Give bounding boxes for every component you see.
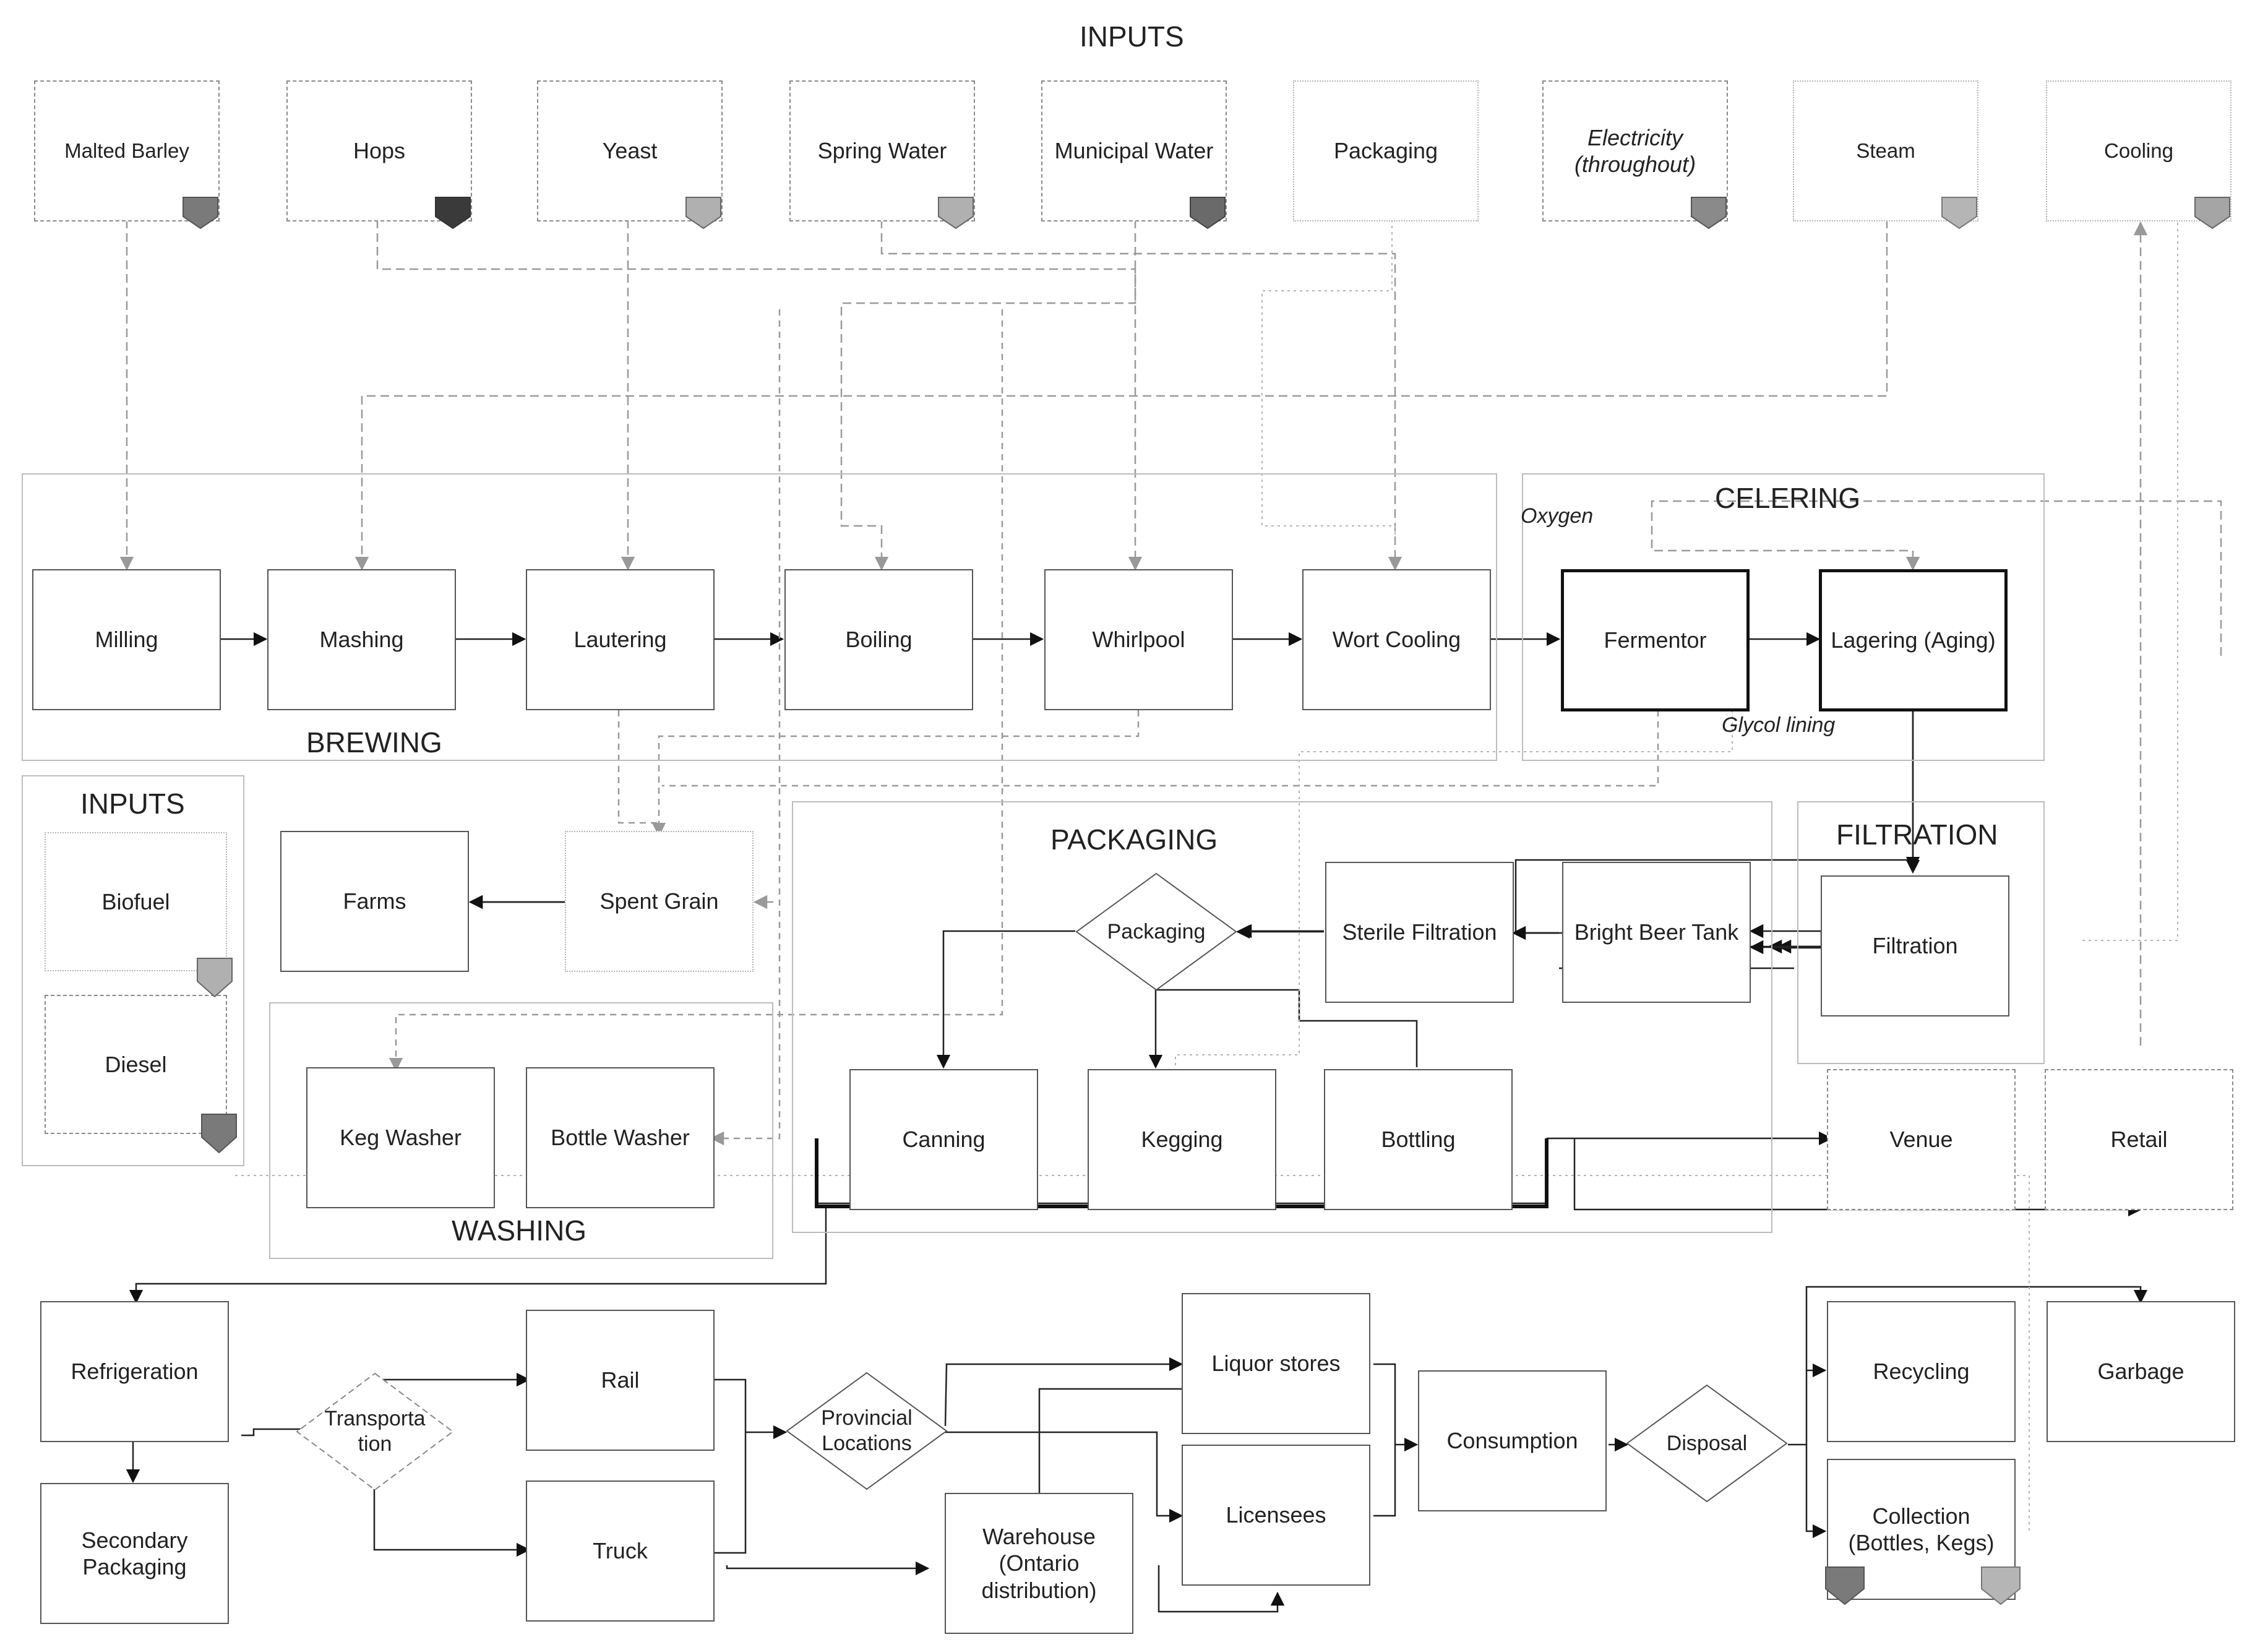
packaging-decision-diamond	[1075, 872, 1237, 991]
farms-box: Farms	[280, 831, 469, 972]
step-boiling: Boiling	[784, 569, 973, 710]
refrigeration-box: Refrigeration	[40, 1301, 229, 1442]
transportation-diamond	[296, 1372, 454, 1491]
oxygen-label: Oxygen	[1521, 504, 1594, 528]
step-bright-beer-tank: Bright Beer Tank	[1562, 862, 1751, 1003]
retail-box: Retail	[2045, 1069, 2233, 1210]
step-kegging: Kegging	[1088, 1069, 1276, 1210]
byproduct-lines	[389, 309, 1659, 1146]
packaging-title: PACKAGING	[1050, 823, 1218, 856]
filtration-title: FILTRATION	[1836, 819, 1998, 851]
step-lautering: Lautering	[526, 569, 715, 710]
step-milling: Milling	[32, 569, 221, 710]
brewing-title: BREWING	[306, 726, 442, 758]
badge-biofuel	[197, 958, 233, 997]
step-bottling: Bottling	[1324, 1069, 1513, 1210]
truck-box: Truck	[526, 1480, 715, 1622]
provincial-locations-label: Provincial Locations	[821, 1406, 913, 1455]
step-canning: Canning	[849, 1069, 1038, 1210]
step-wort-cooling: Wort Cooling	[1302, 569, 1491, 710]
badge-collection-left	[1825, 1566, 1865, 1605]
inputs-top-title: INPUTS	[1080, 20, 1184, 53]
step-whirlpool: Whirlpool	[1044, 569, 1233, 710]
consumption-box: Consumption	[1418, 1370, 1607, 1511]
badge-municipal-water	[1190, 197, 1226, 229]
garbage-box: Garbage	[2047, 1301, 2235, 1442]
input-steam: Steam	[1793, 80, 1978, 221]
celering-title: CELERING	[1715, 482, 1861, 514]
liquor-stores-box: Liquor stores	[1182, 1293, 1370, 1434]
step-lagering: Lagering (Aging)	[1819, 569, 2008, 711]
distribution-arrows	[126, 1206, 2148, 1613]
licensees-box: Licensees	[1182, 1445, 1370, 1586]
washing-group	[269, 1002, 773, 1259]
badge-malted-barley	[183, 197, 218, 229]
step-fermentor: Fermentor	[1561, 569, 1750, 711]
input-biofuel: Biofuel	[45, 832, 227, 971]
washing-title: WASHING	[452, 1214, 587, 1247]
badge-yeast	[685, 197, 721, 229]
bottle-washer-box: Bottle Washer	[526, 1067, 715, 1208]
celering-group	[1522, 473, 2045, 761]
input-packaging: Packaging	[1293, 80, 1479, 221]
keg-washer-box: Keg Washer	[306, 1067, 495, 1208]
badge-steam	[1941, 197, 1977, 229]
filtration-group	[1797, 801, 2045, 1064]
badge-collection-right	[1981, 1566, 2021, 1605]
badge-spring-water	[938, 197, 974, 229]
badge-hops	[435, 197, 471, 229]
warehouse-box: Warehouse (Ontario distribution)	[945, 1493, 1133, 1634]
badge-cooling	[2194, 197, 2230, 229]
provincial-locations-diamond	[786, 1372, 948, 1490]
inputs-side-title: INPUTS	[80, 788, 185, 820]
inputs-side-group	[22, 775, 244, 1166]
disposal-diamond	[1626, 1384, 1788, 1503]
step-mashing: Mashing	[267, 569, 456, 710]
badge-electricity	[1691, 197, 1727, 229]
recycling-box: Recycling	[1827, 1301, 2016, 1442]
venue-box: Venue	[1827, 1069, 2016, 1210]
badge-diesel	[201, 1114, 237, 1153]
rail-box: Rail	[526, 1310, 715, 1451]
glycol-lining-label: Glycol lining	[1722, 713, 1836, 737]
secondary-packaging-box: Secondary Packaging	[40, 1483, 229, 1624]
input-feed-lines	[119, 220, 2222, 1046]
packaging-group	[792, 801, 1772, 1233]
input-electricity: Electricity (throughout)	[1542, 80, 1728, 221]
input-diesel: Diesel	[45, 995, 227, 1134]
spent-grain-box: Spent Grain	[565, 831, 754, 972]
brewing-group	[22, 473, 1497, 761]
step-filtration: Filtration	[1821, 875, 2009, 1016]
step-sterile-filtration: Sterile Filtration	[1325, 862, 1514, 1003]
packaging-decision-label: Packaging	[1107, 919, 1206, 943]
disposal-label: Disposal	[1666, 1431, 1748, 1455]
transportation-label: Transporta tion	[324, 1407, 426, 1456]
